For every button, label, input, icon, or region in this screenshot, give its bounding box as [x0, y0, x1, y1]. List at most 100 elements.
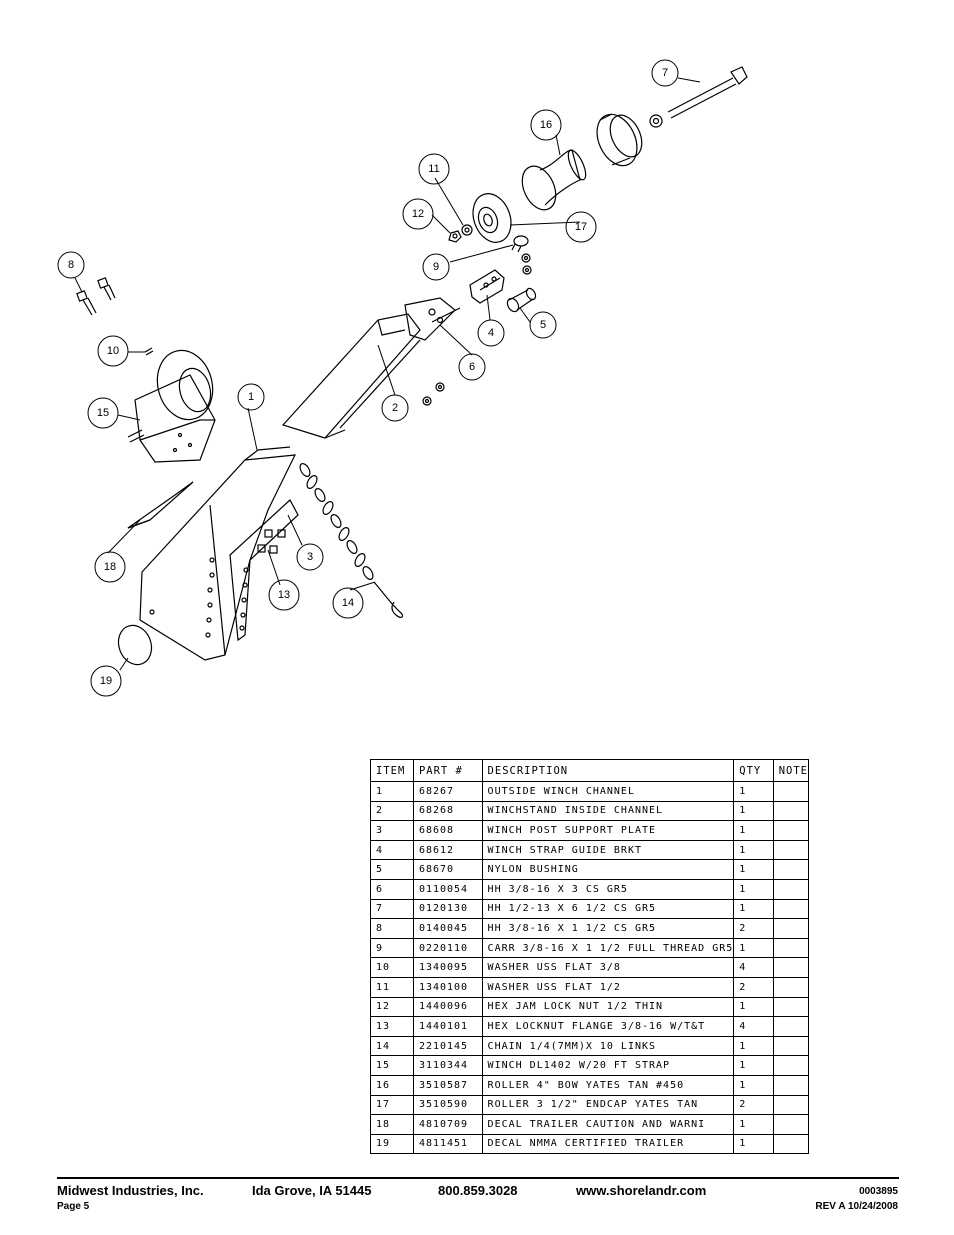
cell-description: CHAIN 1/4(7MM)X 10 LINKS	[481, 1035, 735, 1057]
footer-website[interactable]: www.shorelandr.com	[576, 1183, 707, 1198]
part-7-bolt	[649, 66, 748, 128]
cell-qty: 1	[733, 996, 774, 1018]
callout-13: 13	[278, 589, 290, 601]
cell-part-number: 0110054	[412, 878, 483, 900]
cell-part-number: 1340100	[412, 976, 483, 998]
header-item: ITEM	[370, 759, 414, 782]
cell-description: WINCH POST SUPPORT PLATE	[481, 820, 735, 841]
cell-note	[772, 820, 810, 841]
cell-note	[772, 800, 810, 822]
cell-item: 14	[370, 1035, 414, 1057]
part-9-carriage-bolt	[511, 235, 532, 275]
callout-12: 12	[412, 208, 424, 220]
cell-note	[772, 1114, 810, 1135]
cell-qty: 2	[733, 976, 774, 998]
cell-part-number: 2210145	[412, 1035, 483, 1057]
cell-part-number: 4811451	[412, 1133, 483, 1155]
cell-item: 17	[370, 1094, 414, 1116]
callout-11: 11	[428, 163, 439, 175]
cell-note	[772, 1055, 810, 1076]
cell-part-number: 0140045	[412, 918, 483, 939]
part-2-inside-channel	[281, 297, 461, 439]
part-16-bow-roller	[521, 113, 643, 211]
callout-labels: 1 2 3 4 5 6 7 8 9 10 11 12 13 14 15 16 1…	[68, 67, 668, 687]
cell-part-number: 1440101	[412, 1016, 483, 1037]
footer-revision: REV A 10/24/2008	[815, 1201, 898, 1212]
part-8-bolts	[76, 277, 116, 316]
cell-qty: 4	[733, 1016, 774, 1037]
part-18-decal	[127, 481, 194, 529]
cell-part-number: 3510590	[412, 1094, 483, 1116]
cell-description: HEX JAM LOCK NUT 1/2 THIN	[481, 996, 735, 1018]
cell-note	[772, 878, 810, 900]
cell-description: ROLLER 4" BOW YATES TAN #450	[481, 1074, 735, 1096]
part-11-12-hardware	[448, 224, 473, 243]
callout-1: 1	[248, 391, 254, 403]
cell-item: 1	[370, 781, 414, 802]
cell-qty: 1	[733, 1074, 774, 1096]
cell-qty: 1	[733, 1114, 774, 1135]
cell-part-number: 1340095	[412, 957, 483, 978]
footer-divider	[57, 1177, 899, 1179]
cell-qty: 1	[733, 800, 774, 822]
cell-description: WINCH DL1402 W/20 FT STRAP	[481, 1055, 735, 1076]
callout-5: 5	[540, 319, 546, 331]
cell-description: DECAL TRAILER CAUTION AND WARNI	[481, 1114, 735, 1135]
part-3-support-plate	[229, 499, 299, 642]
part-10-washers	[144, 347, 445, 406]
cell-qty: 1	[733, 898, 774, 920]
callout-14: 14	[342, 597, 354, 609]
cell-qty: 1	[733, 1035, 774, 1057]
cell-qty: 1	[733, 878, 774, 900]
cell-part-number: 3110344	[412, 1055, 483, 1076]
footer-doc-number: 0003895	[859, 1186, 898, 1197]
cell-qty: 4	[733, 957, 774, 978]
cell-item: 8	[370, 918, 414, 939]
cell-note	[772, 996, 810, 1018]
cell-note	[772, 898, 810, 920]
cell-description: NYLON BUSHING	[481, 859, 735, 880]
part-13-locknuts	[257, 529, 286, 554]
cell-part-number: 68267	[412, 781, 483, 802]
callout-10: 10	[107, 345, 119, 357]
cell-item: 19	[370, 1133, 414, 1155]
cell-note	[772, 1133, 810, 1155]
part-15-winch	[127, 349, 216, 463]
cell-item: 12	[370, 996, 414, 1018]
cell-item: 7	[370, 898, 414, 920]
callout-15: 15	[97, 407, 109, 419]
cell-item: 16	[370, 1074, 414, 1096]
cell-description: WASHER USS FLAT 1/2	[481, 976, 735, 998]
cell-note	[772, 1094, 810, 1116]
cell-item: 13	[370, 1016, 414, 1037]
callout-18: 18	[104, 561, 116, 573]
callout-17: 17	[575, 221, 587, 233]
cell-qty: 2	[733, 918, 774, 939]
table-header-row: ITEM PART # DESCRIPTION QTY NOTE	[370, 759, 810, 782]
cell-item: 3	[370, 820, 414, 841]
leader-lines	[74, 77, 701, 671]
cell-description: CARR 3/8-16 X 1 1/2 FULL THREAD GR5	[481, 937, 735, 959]
header-description: DESCRIPTION	[481, 759, 735, 782]
cell-description: WASHER USS FLAT 3/8	[481, 957, 735, 978]
cell-qty: 1	[733, 937, 774, 959]
part-14-chain	[299, 463, 404, 618]
part-17-endcap-roller	[472, 193, 512, 243]
cell-description: HH 3/8-16 X 1 1/2 CS GR5	[481, 918, 735, 939]
callout-3: 3	[307, 551, 313, 563]
cell-part-number: 4810709	[412, 1114, 483, 1135]
exploded-parts-diagram: 1 2 3 4 5 6 7 8 9 10 11 12 13 14 15 16 1…	[57, 59, 748, 697]
